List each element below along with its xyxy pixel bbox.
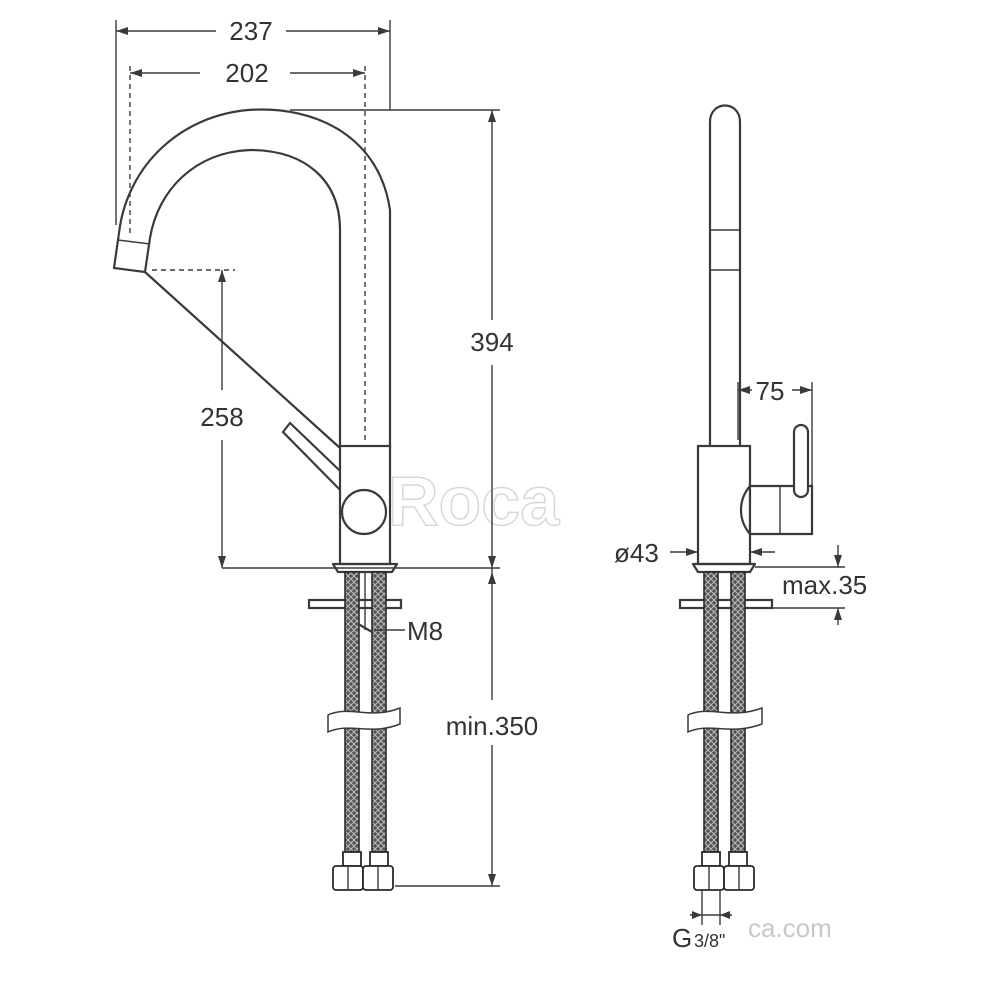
dim-width-total-label: 237 <box>229 16 272 46</box>
thread-label: M8 <box>407 616 443 646</box>
nut-collar-right <box>369 851 389 867</box>
side-nut-collar-left <box>701 851 721 867</box>
dim-width-spout-label: 202 <box>225 58 268 88</box>
side-nut-collar-right <box>728 851 748 867</box>
side-break-mark <box>687 706 763 734</box>
dim-max-thickness-label: max.35 <box>782 570 867 600</box>
connection-label-main: G <box>672 923 692 953</box>
dimension-min-350: min.350 <box>395 568 539 887</box>
dimension-diameter-43: ø43 <box>614 538 775 568</box>
dimension-75: 75 <box>737 376 813 490</box>
side-spout <box>708 104 742 450</box>
side-handle-base <box>748 484 814 536</box>
watermark-website: ca.com <box>748 913 832 943</box>
cartridge-knob <box>340 488 388 536</box>
dimension-258: 258 <box>152 269 244 568</box>
dimension-max-35: max.35 <box>755 545 867 625</box>
nut-collar-left <box>342 851 362 867</box>
break-mark <box>327 706 401 734</box>
dimension-237: 237 <box>115 16 391 225</box>
dimension-394: 394 <box>290 109 514 568</box>
dim-handle-offset-label: 75 <box>756 376 785 406</box>
dimension-connection: G 3/8" <box>672 890 732 953</box>
dim-hose-length-label: min.350 <box>446 711 539 741</box>
dim-spout-height-label: 258 <box>200 402 243 432</box>
dim-height-total-label: 394 <box>470 327 513 357</box>
spout <box>112 108 392 450</box>
side-mounting-plate <box>678 598 774 610</box>
watermark-brand: Roca <box>388 462 560 540</box>
side-handle-lever <box>792 423 810 499</box>
front-view: 237 202 258 <box>112 16 539 891</box>
connection-label-fraction: 3/8" <box>694 931 725 951</box>
side-view: 75 ø43 max.35 <box>614 104 867 953</box>
dim-body-diameter-label: ø43 <box>614 538 659 568</box>
dimension-202: 202 <box>129 58 366 440</box>
